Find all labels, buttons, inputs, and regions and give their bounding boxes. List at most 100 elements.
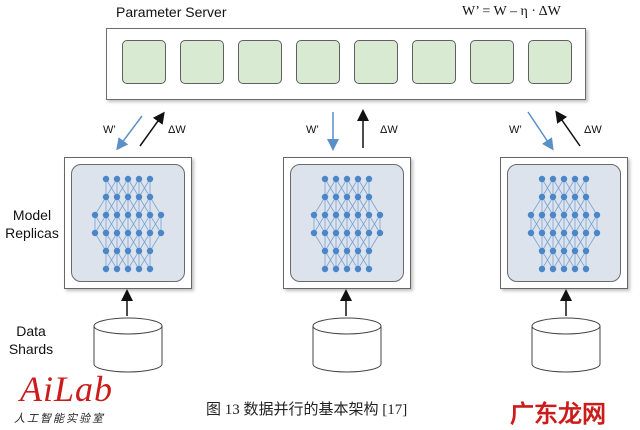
network-node [354,247,362,255]
network-edge [116,178,129,198]
network-node [582,175,590,183]
model-replicas-label: Model Replicas [5,207,59,241]
network-node [365,265,373,273]
network-node [354,211,362,219]
network-edge [138,250,151,270]
network-edge [574,232,587,252]
network-node [321,175,329,183]
network-node [560,265,568,273]
data-shard-1 [93,317,163,373]
network-edge [324,178,337,198]
parameter-block [412,40,456,84]
network-node [343,247,351,255]
network-edge [149,232,162,252]
network-node [365,193,373,201]
network-edge [574,178,587,198]
network-edge [541,196,554,216]
network-node [365,229,373,237]
network-edge [138,232,151,252]
network-node [354,175,362,183]
network-node [582,229,590,237]
update-formula: W’ = W – η · ΔW [462,4,561,19]
network-node [365,211,373,219]
network-node [91,211,99,219]
network-node [91,229,99,237]
network-edge [357,250,370,270]
network-edge [335,178,348,198]
network-node [102,247,110,255]
weights-label-1: W’ [103,124,116,136]
network-node [538,175,546,183]
gradient-arrow-1 [139,111,165,147]
network-edge [324,250,337,270]
network-edge [563,214,576,234]
network-node [332,211,340,219]
network-node [354,193,362,201]
network-edge [127,232,140,252]
parameter-block [528,40,572,84]
network-edge [335,196,348,216]
parameter-block [238,40,282,84]
network-node [113,247,121,255]
network-node [571,175,579,183]
network-node [343,211,351,219]
network-node [135,247,143,255]
network-edge [138,196,151,216]
network-node [571,229,579,237]
ailab-logo-subtitle: 人工智能实验室 [14,413,105,425]
network-edge [357,178,370,198]
network-node [549,193,557,201]
network-node [343,265,351,273]
network-edge [346,250,359,270]
gradient-label-2: ΔW [380,124,398,136]
network-edge [127,196,140,216]
network-edge [116,214,129,234]
network-edge [357,232,370,252]
network-edge [324,196,337,216]
network-edge [541,232,554,252]
ailab-logo: AiLab [20,369,114,409]
network-edge [368,196,381,216]
network-edge [335,250,348,270]
network-edge [94,232,107,252]
network-node [113,175,121,183]
network-node [354,265,362,273]
gradient-label-3: ΔW [584,124,602,136]
network-node [321,247,329,255]
network-node [113,229,121,237]
network-node [146,265,154,273]
network-node [124,265,132,273]
network-edge [94,196,107,216]
network-node [571,265,579,273]
network-node [376,229,384,237]
network-edge [585,232,598,252]
parameter-block [296,40,340,84]
network-node [332,247,340,255]
network-edge [346,214,359,234]
network-node [124,193,132,201]
network-edge [563,178,576,198]
weights-arrow-1 [116,115,143,151]
figure-caption: 图 13 数据并行的基本架构 [17] [206,402,408,418]
network-edge [541,250,554,270]
network-node [354,229,362,237]
network-node [593,229,601,237]
network-edge [530,196,543,216]
network-node [102,265,110,273]
network-node [538,265,546,273]
network-edge [127,214,140,234]
network-node [146,211,154,219]
network-edge [563,232,576,252]
network-node [549,247,557,255]
network-edge [541,178,554,198]
parameter-block [470,40,514,84]
network-edge [149,196,162,216]
network-node [113,193,121,201]
network-node [571,193,579,201]
network-edge [368,232,381,252]
network-node [332,229,340,237]
network-node [365,175,373,183]
model-replica-1 [64,157,192,289]
network-node [321,211,329,219]
network-edge [530,214,543,234]
